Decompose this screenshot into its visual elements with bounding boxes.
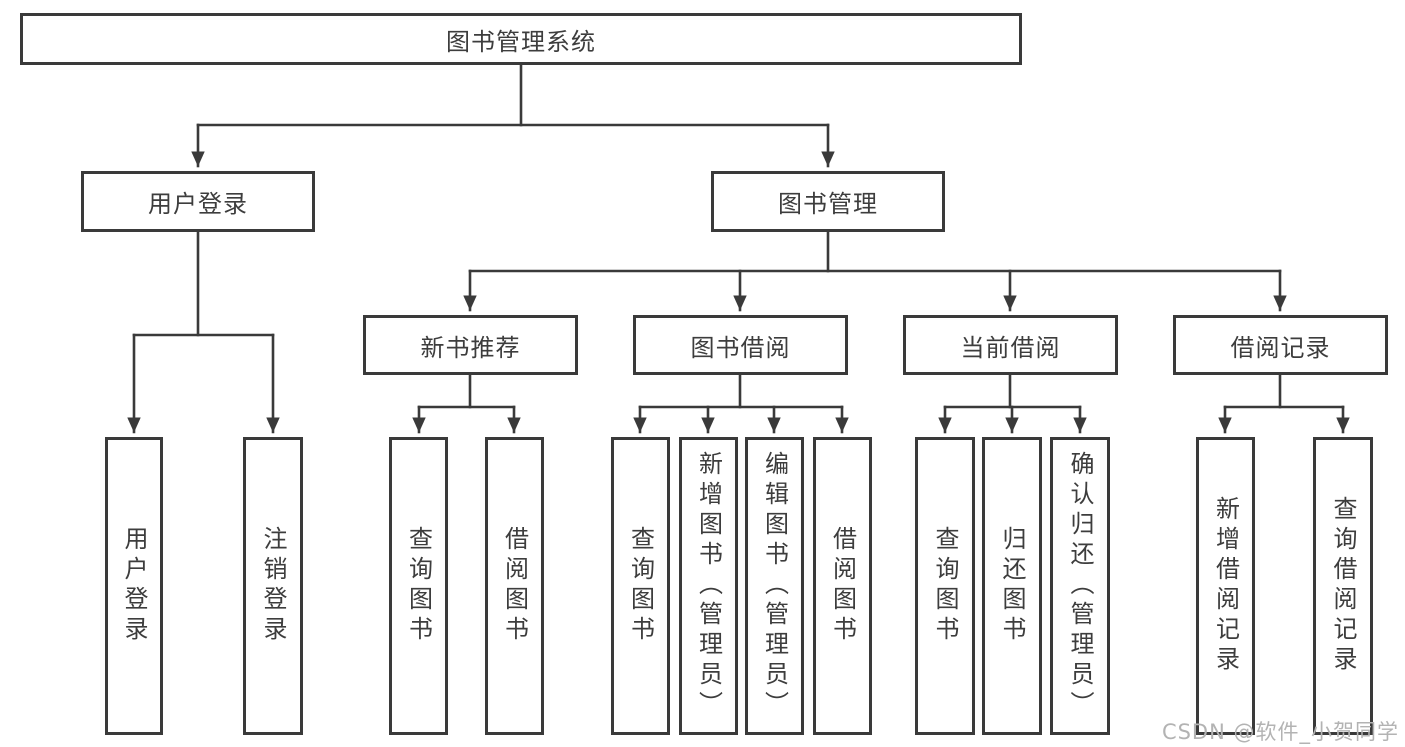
node-label-book-management: 图书管理 (778, 190, 878, 218)
node-new-book-recommend: 新书推荐 (363, 315, 578, 375)
node-label-bb-edit-books-admin: 编辑图书（管理员） (760, 451, 789, 721)
node-leaf-br-query-record: 查询借阅记录 (1313, 437, 1373, 735)
node-leaf-user-login: 用户登录 (105, 437, 163, 735)
node-label-bb-add-books-admin: 新增图书（管理员） (694, 451, 723, 721)
node-leaf-nb-borrow-books: 借阅图书 (485, 437, 544, 735)
node-label-bb-borrow-books: 借阅图书 (828, 526, 857, 646)
connector-borrowing-records-to-leaves (1218, 373, 1350, 434)
node-label-nb-query-books: 查询图书 (404, 526, 433, 646)
connector-new-book-recommend-to-leaves (412, 373, 521, 434)
node-label-current-borrowing: 当前借阅 (960, 333, 1061, 362)
node-leaf-cb-confirm-return-admin: 确认归还（管理员） (1050, 437, 1110, 735)
node-label-user-login: 用户登录 (148, 190, 248, 218)
node-book-borrowing: 图书借阅 (633, 315, 848, 375)
node-borrowing-records: 借阅记录 (1173, 315, 1388, 375)
node-leaf-bb-add-books-admin: 新增图书（管理员） (679, 437, 738, 735)
node-leaf-cb-return-books: 归还图书 (982, 437, 1042, 735)
node-label-br-add-record: 新增借阅记录 (1211, 496, 1240, 676)
connector-current-borrowing-to-leaves (938, 373, 1087, 434)
node-label-br-query-record: 查询借阅记录 (1329, 496, 1357, 676)
node-current-borrowing: 当前借阅 (903, 315, 1118, 375)
node-label-nb-borrow-books: 借阅图书 (500, 526, 529, 646)
node-label-new-book-recommend: 新书推荐 (420, 333, 521, 362)
node-label-leaf-logout: 注销登录 (259, 526, 287, 646)
node-label-cb-return-books: 归还图书 (998, 526, 1026, 646)
node-leaf-logout: 注销登录 (243, 437, 303, 735)
node-leaf-bb-query-books: 查询图书 (611, 437, 670, 735)
node-label-root: 图书管理系统 (446, 27, 596, 56)
connector-user-login-to-leaves (127, 230, 280, 434)
node-book-management: 图书管理 (711, 171, 945, 232)
node-user-login: 用户登录 (81, 171, 315, 232)
node-leaf-br-add-record: 新增借阅记录 (1196, 437, 1255, 735)
node-leaf-cb-query-books: 查询图书 (915, 437, 975, 735)
node-label-leaf-user-login: 用户登录 (120, 526, 148, 646)
connector-book-management-to-level3 (463, 230, 1287, 312)
node-label-bb-query-books: 查询图书 (626, 526, 655, 646)
node-leaf-bb-borrow-books: 借阅图书 (813, 437, 872, 735)
connector-root-to-level2 (191, 63, 835, 168)
connector-book-borrowing-to-leaves (633, 373, 849, 434)
node-label-cb-query-books: 查询图书 (931, 526, 959, 646)
node-library-management-system: 图书管理系统 (20, 13, 1022, 65)
node-label-borrowing-records: 借阅记录 (1230, 333, 1331, 362)
node-label-book-borrowing: 图书借阅 (690, 333, 791, 362)
node-leaf-nb-query-books: 查询图书 (389, 437, 448, 735)
watermark: CSDN @软件_小贺同学 (1161, 720, 1399, 744)
node-label-cb-confirm-return-admin: 确认归还（管理员） (1066, 451, 1094, 721)
node-leaf-bb-edit-books-admin: 编辑图书（管理员） (745, 437, 804, 735)
